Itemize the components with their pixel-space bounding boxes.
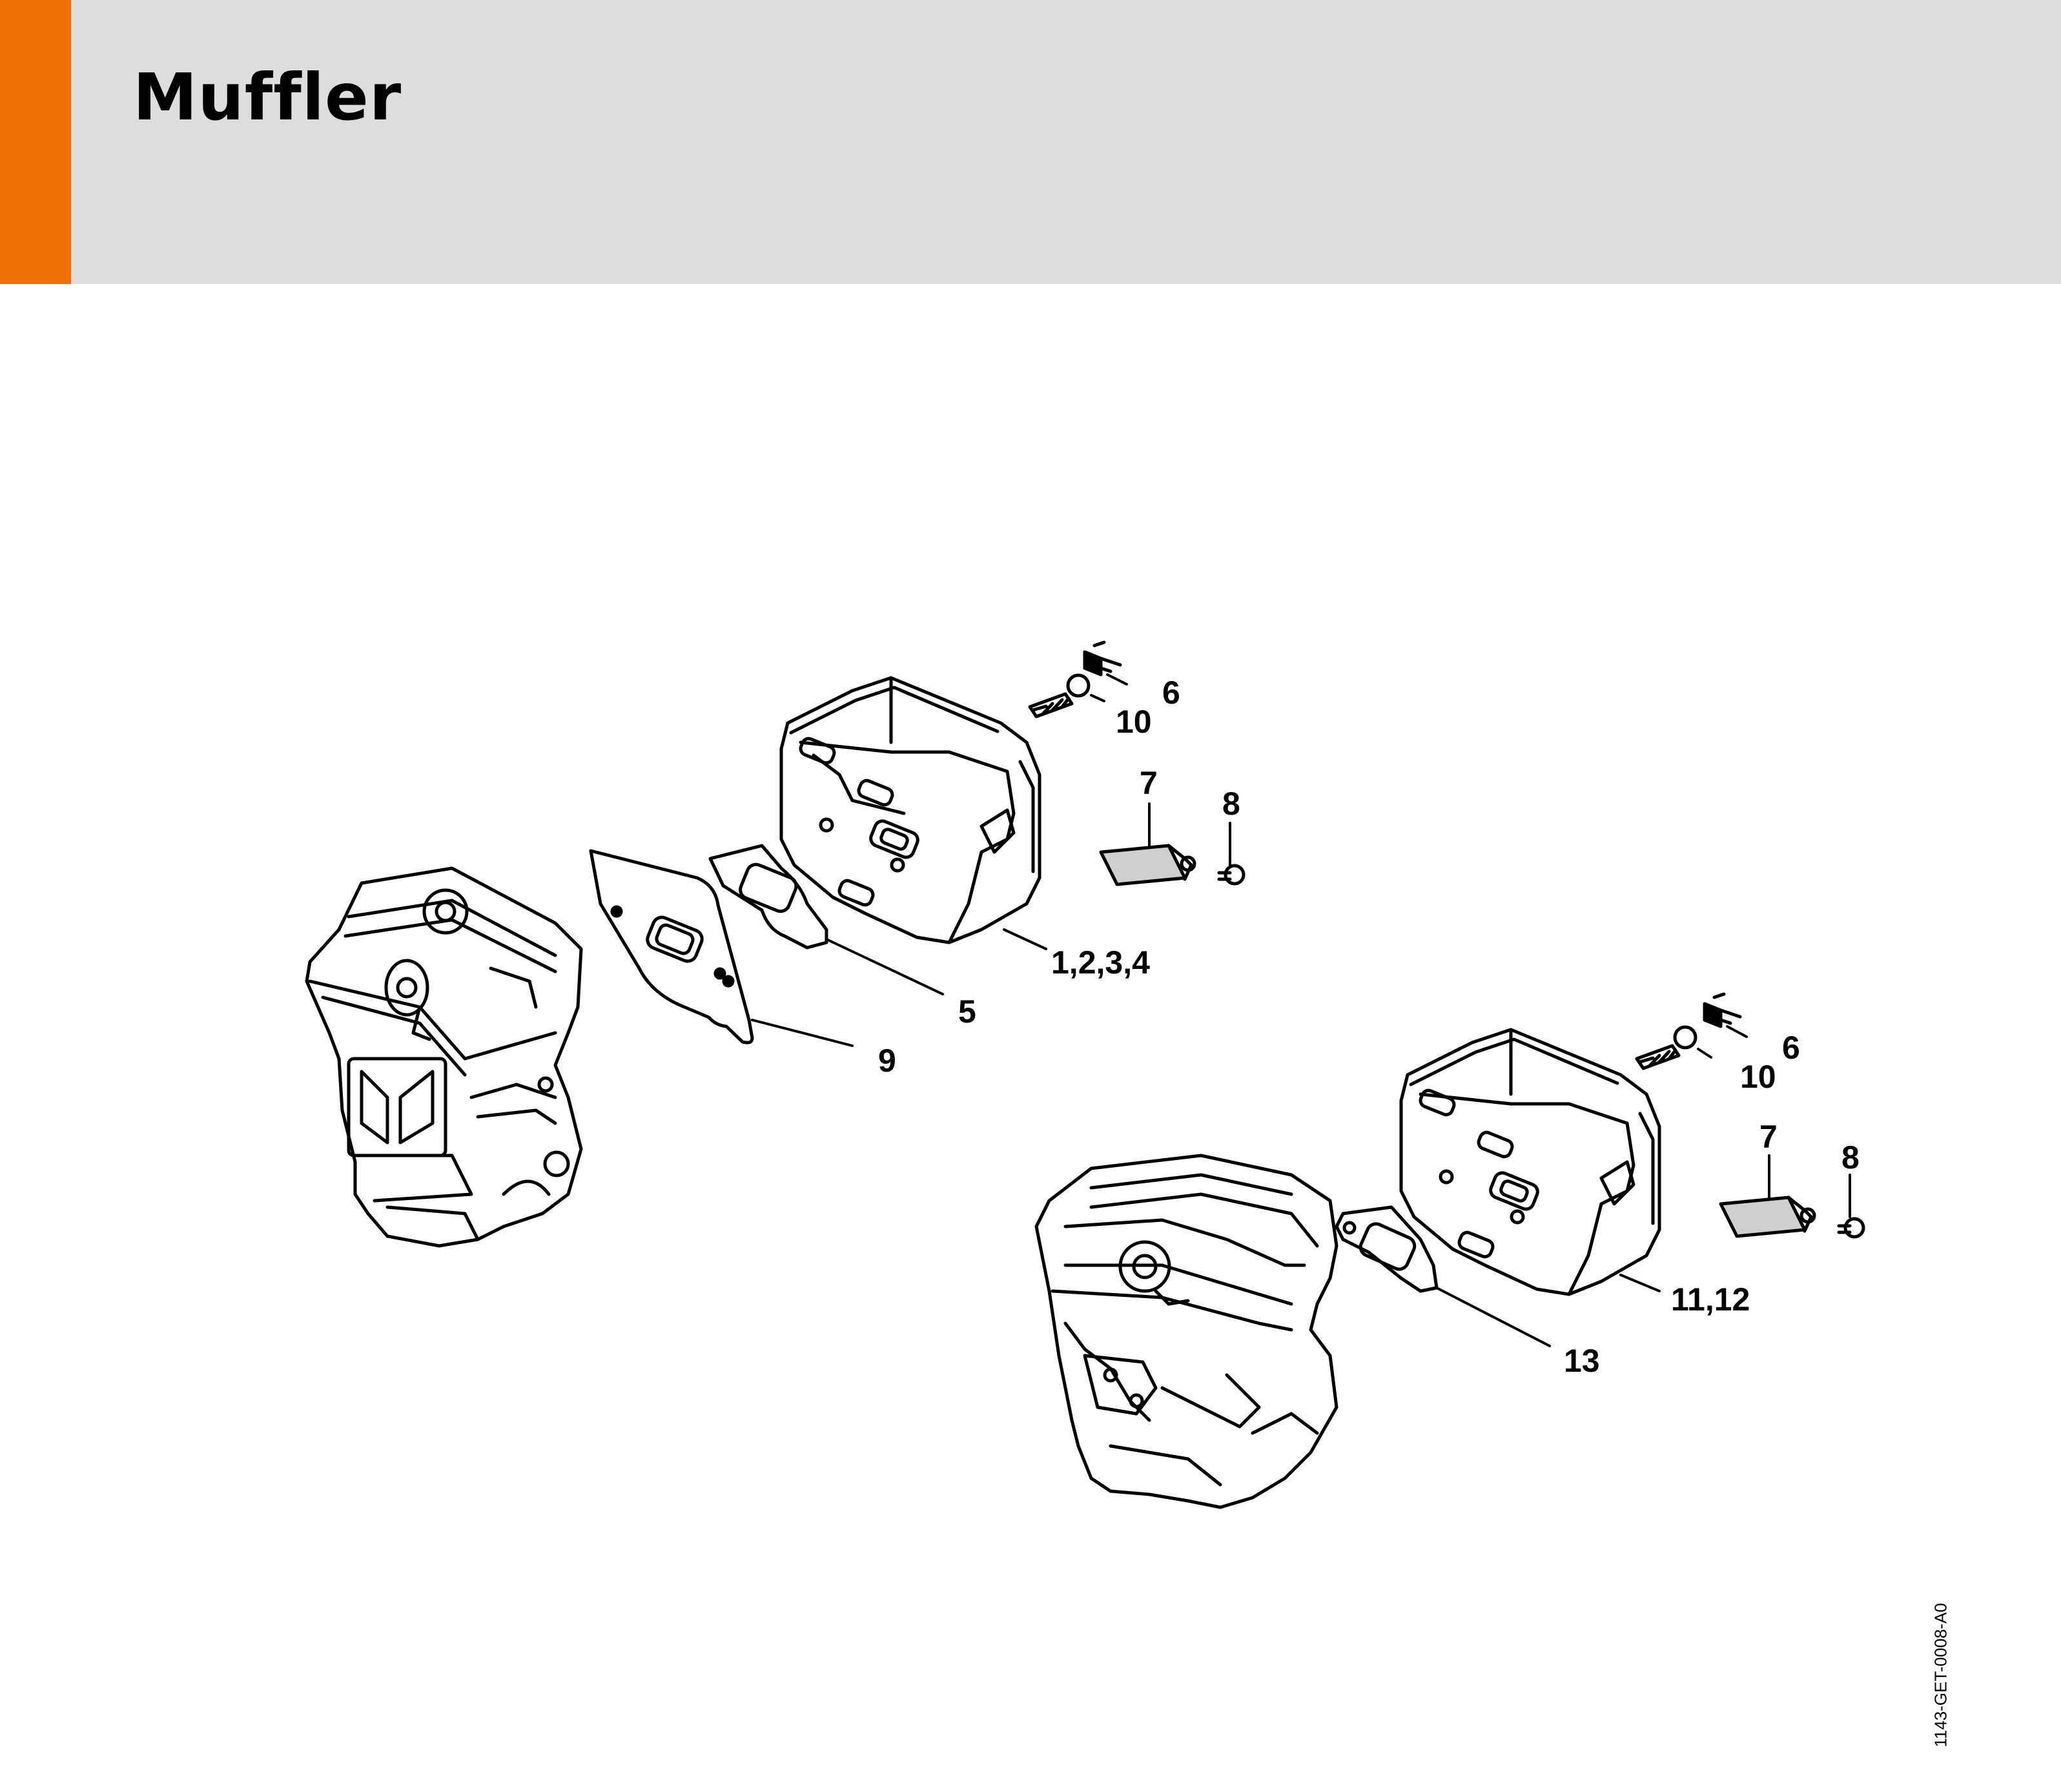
callouts-upper: 1,2,3,4 5 9 10 6 7 8 (878, 675, 1240, 1079)
callout-screw-b-upper: 8 (1222, 786, 1240, 822)
cylinder-engine-upper (305, 866, 583, 1248)
cylinder-engine-lower (1034, 1154, 1338, 1509)
callout-screen-lower: 7 (1759, 1119, 1778, 1155)
header-accent-stripe (0, 0, 71, 284)
callout-screw-a-lower: 10 (1740, 1059, 1776, 1095)
leader-lines (751, 673, 1851, 1347)
muffler-gasket-lower (1335, 1205, 1439, 1293)
muffler-gasket-upper (708, 844, 828, 950)
callouts-lower: 11,12 13 10 6 7 8 (1564, 1030, 1860, 1379)
callout-spring-clip-lower: 6 (1782, 1030, 1800, 1066)
screen-7-lower (1719, 1196, 1816, 1238)
callout-muffler-lower: 11,12 (1671, 1281, 1750, 1318)
screw-8-lower (1837, 1217, 1865, 1239)
callout-screen-upper: 7 (1140, 765, 1158, 801)
screw-8-upper (1217, 864, 1246, 886)
muffler-body-lower (1399, 1028, 1661, 1296)
page-title: Muffler (133, 59, 402, 135)
header-bar (0, 0, 2061, 284)
callout-muffler-upper: 1,2,3,4 (1051, 944, 1150, 981)
spring-clip-6-upper (1083, 640, 1122, 677)
diagram-reference-code: 1143-GET-0008-A0 (1931, 1603, 1951, 1747)
screw-10-lower (1635, 1025, 1697, 1070)
callout-plate-upper: 9 (878, 1043, 896, 1079)
callout-screw-a-upper: 10 (1116, 704, 1152, 740)
gasket-plate-upper (589, 849, 754, 1044)
callout-gasket-lower: 13 (1564, 1343, 1600, 1379)
muffler-body-upper (779, 676, 1041, 944)
spring-clip-6-lower (1703, 992, 1742, 1028)
callout-spring-clip-upper: 6 (1162, 675, 1180, 711)
callout-gasket-upper: 5 (958, 993, 976, 1030)
screw-10-upper (1028, 673, 1091, 718)
callout-screw-b-lower: 8 (1841, 1139, 1860, 1176)
screen-7-upper (1099, 844, 1196, 886)
